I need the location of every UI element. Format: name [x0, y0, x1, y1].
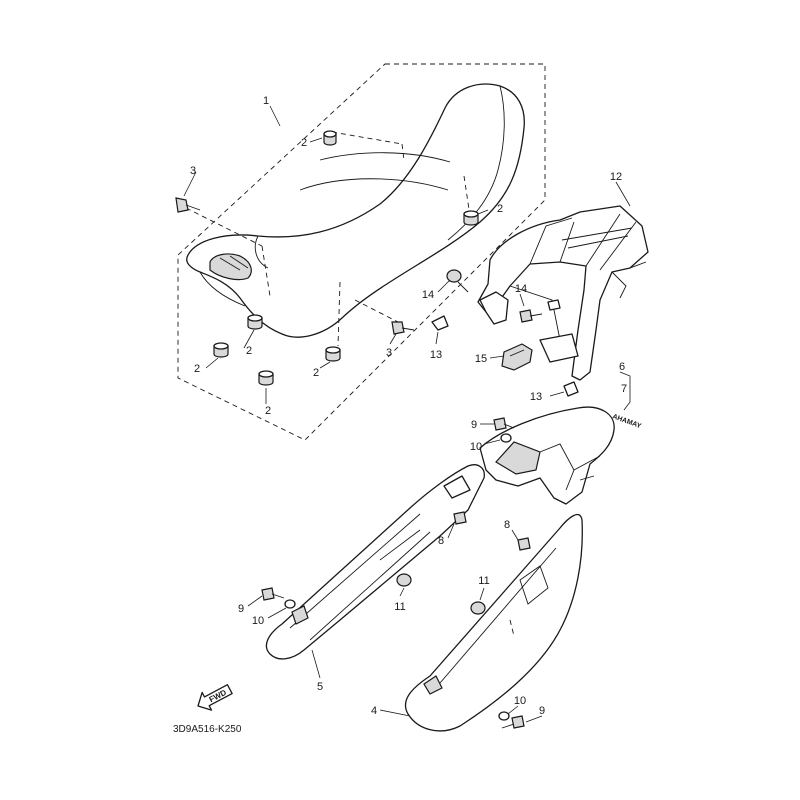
callout-washer: 10	[514, 695, 526, 707]
seat-bolt[interactable]	[175, 197, 415, 335]
callout-damper: 2	[246, 345, 252, 357]
callout-bracket: 15	[475, 353, 487, 365]
callout-bolt: 3	[386, 347, 392, 359]
collar[interactable]	[431, 315, 579, 397]
callout-damper: 2	[265, 405, 271, 417]
tail-cover[interactable]	[479, 406, 615, 505]
callout-decal: 7	[621, 383, 627, 395]
forward-arrow-icon: FWD	[197, 684, 233, 711]
callout-grab-bar: 12	[610, 171, 622, 183]
callout-bolt: 3	[190, 165, 196, 177]
callout-tail-cover: 6	[619, 361, 625, 373]
callout-side-cover-left: 5	[317, 681, 323, 693]
callout-washer: 10	[470, 441, 482, 453]
callout-screw: 9	[539, 705, 545, 717]
side-cover-right[interactable]	[404, 513, 583, 732]
side-cover-left[interactable]	[265, 464, 485, 660]
tail-decal: AHAMAY	[611, 413, 642, 430]
callout-washer: 10	[252, 615, 264, 627]
rear-grab-bar[interactable]	[477, 205, 649, 381]
callout-damper: 2	[497, 203, 503, 215]
callout-grommet: 11	[394, 601, 405, 613]
callout-seat: 1	[263, 95, 269, 107]
callout-damper: 2	[313, 367, 319, 379]
callout-grab-bar-bolt: 14	[515, 283, 527, 295]
callout-screw: 8	[504, 519, 510, 531]
seat-damper-rubber[interactable]	[213, 130, 479, 386]
drawing-code: 3D9A516-K250	[173, 724, 242, 735]
callout-screw: 9	[238, 603, 244, 615]
grommet[interactable]	[396, 573, 486, 615]
callout-screw: 9	[471, 419, 477, 431]
callout-grommet: 11	[478, 575, 489, 587]
washer[interactable]	[284, 433, 512, 721]
callout-collar: 13	[530, 391, 542, 403]
callout-collar: 13	[430, 349, 442, 361]
screw[interactable]	[261, 417, 531, 729]
callout-labels: 1 2 2 2 2 2 2 3 3 4 5 6 7 8 8 9 9 9 10 1…	[190, 95, 627, 717]
callout-damper: 2	[194, 363, 200, 375]
callout-screw: 8	[438, 535, 444, 547]
callout-side-cover-right: 4	[371, 705, 377, 717]
bracket[interactable]	[501, 343, 533, 371]
callout-damper: 2	[301, 137, 307, 149]
grab-bar-bolt[interactable]	[446, 269, 543, 323]
callout-grab-bar-bolt: 14	[422, 289, 434, 301]
leader-lines	[183, 105, 631, 723]
